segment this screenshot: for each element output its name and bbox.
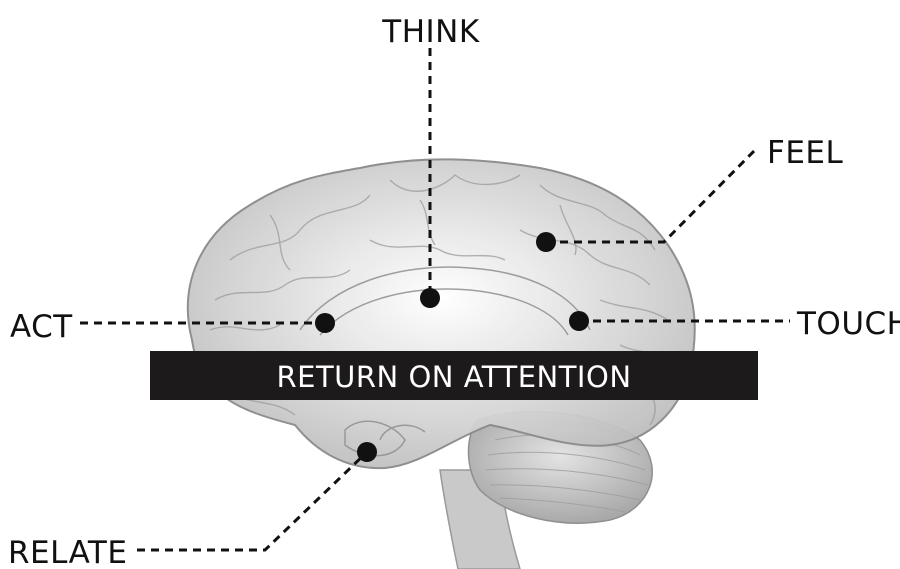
label-relate: RELATE bbox=[8, 535, 127, 569]
label-feel: FEEL bbox=[767, 135, 844, 171]
label-think: THINK bbox=[381, 14, 480, 50]
dot-think bbox=[420, 288, 440, 308]
banner: RETURN ON ATTENTION bbox=[150, 351, 758, 400]
cerebrum-shape bbox=[188, 159, 695, 468]
dot-touch bbox=[569, 311, 589, 331]
dot-relate bbox=[357, 442, 377, 462]
dot-act bbox=[315, 313, 335, 333]
label-touch: TOUCH bbox=[796, 306, 900, 342]
dot-feel bbox=[536, 232, 556, 252]
label-act: ACT bbox=[10, 309, 73, 345]
leader-relate bbox=[137, 452, 367, 550]
banner-text: RETURN ON ATTENTION bbox=[276, 360, 631, 394]
